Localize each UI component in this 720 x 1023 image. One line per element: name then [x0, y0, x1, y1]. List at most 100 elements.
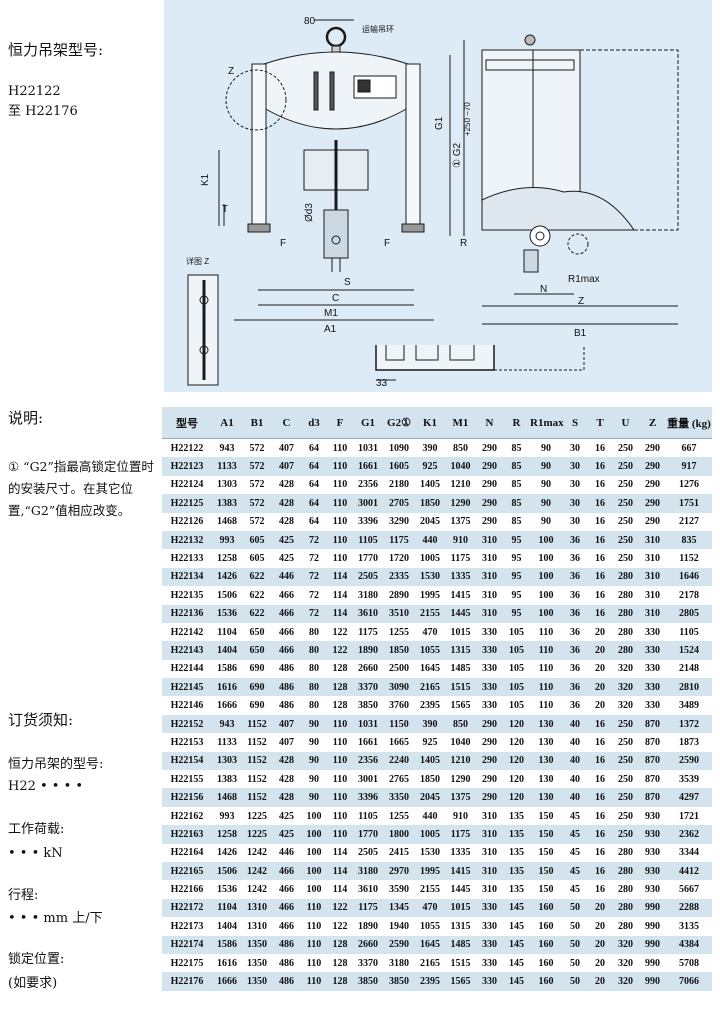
value-cell: 150: [530, 843, 562, 862]
value-cell: 45: [562, 880, 588, 899]
value-cell: 310: [476, 806, 503, 826]
value-cell: 3850: [353, 972, 383, 991]
s-label: S: [344, 277, 351, 288]
value-cell: 1152: [242, 733, 272, 752]
model-cell: H22136: [162, 604, 212, 623]
value-cell: 1152: [242, 751, 272, 771]
value-cell: 100: [530, 586, 562, 605]
value-cell: 1310: [242, 898, 272, 918]
value-cell: 1468: [212, 512, 242, 531]
value-cell: 1152: [242, 788, 272, 807]
value-cell: 2165: [415, 953, 445, 973]
value-cell: 290: [476, 788, 503, 807]
value-cell: 1015: [445, 898, 476, 918]
value-cell: 100: [301, 825, 327, 844]
model-cell: H22122: [162, 438, 212, 458]
value-cell: 16: [588, 604, 612, 623]
value-cell: 320: [612, 935, 639, 954]
value-cell: 440: [415, 530, 445, 550]
value-cell: 3396: [353, 788, 383, 807]
value-cell: 1666: [212, 696, 242, 715]
value-cell: 290: [639, 475, 666, 495]
value-cell: 572: [242, 438, 272, 458]
value-cell: 466: [272, 641, 301, 660]
value-cell: 64: [301, 475, 327, 495]
value-cell: 16: [588, 788, 612, 807]
value-cell: 1055: [415, 641, 445, 660]
value-cell: 128: [327, 678, 353, 697]
value-cell: 250: [612, 457, 639, 476]
column-header: S: [562, 407, 588, 439]
value-cell: 30: [562, 475, 588, 495]
value-cell: 110: [327, 788, 353, 807]
r-label: R: [460, 238, 467, 249]
value-cell: 407: [272, 438, 301, 458]
value-cell: 90: [301, 751, 327, 771]
model-cell: H22126: [162, 512, 212, 531]
value-cell: 2660: [353, 659, 383, 679]
value-cell: 1258: [212, 825, 242, 844]
value-cell: 114: [327, 567, 353, 587]
value-cell: 114: [327, 586, 353, 605]
value-cell: 2395: [415, 972, 445, 991]
value-cell: 330: [639, 659, 666, 679]
value-cell: 90: [530, 512, 562, 531]
value-cell: 486: [272, 696, 301, 715]
value-cell: 330: [476, 953, 503, 973]
value-cell: 90: [301, 788, 327, 807]
value-cell: 4412: [666, 861, 712, 881]
value-cell: 917: [666, 457, 712, 476]
value-cell: 122: [327, 917, 353, 936]
value-cell: 130: [530, 788, 562, 807]
value-cell: 2180: [383, 475, 415, 495]
value-cell: 3489: [666, 696, 712, 715]
model-range-from: H22122: [8, 84, 61, 99]
value-cell: 36: [562, 567, 588, 587]
value-cell: 1335: [445, 567, 476, 587]
value-cell: 466: [272, 586, 301, 605]
value-cell: 16: [588, 549, 612, 568]
value-cell: 2505: [353, 843, 383, 862]
value-cell: 486: [272, 659, 301, 679]
value-cell: 280: [612, 898, 639, 918]
value-cell: 16: [588, 457, 612, 476]
value-cell: 110: [530, 659, 562, 679]
order-heading: 订货须知:: [8, 711, 74, 729]
value-cell: 36: [562, 659, 588, 679]
value-cell: 1661: [353, 733, 383, 752]
value-cell: 1105: [666, 622, 712, 642]
value-cell: 16: [588, 475, 612, 495]
value-cell: 990: [639, 972, 666, 991]
value-cell: 1468: [212, 788, 242, 807]
value-cell: 1586: [212, 935, 242, 954]
model-cell: H22155: [162, 770, 212, 789]
value-cell: 20: [588, 696, 612, 715]
value-cell: 486: [272, 678, 301, 697]
value-cell: 1850: [415, 770, 445, 789]
value-cell: 466: [272, 861, 301, 881]
value-cell: 440: [415, 806, 445, 826]
value-cell: 330: [639, 622, 666, 642]
value-cell: 1350: [242, 953, 272, 973]
value-cell: 16: [588, 880, 612, 899]
value-cell: 72: [301, 567, 327, 587]
value-cell: 110: [327, 494, 353, 513]
value-cell: 1665: [383, 733, 415, 752]
value-cell: 930: [639, 825, 666, 844]
stroke-label: 行程:: [8, 888, 39, 903]
value-cell: 290: [476, 751, 503, 771]
value-cell: 690: [242, 659, 272, 679]
type-label: 恒力吊架的型号:: [8, 757, 104, 772]
value-cell: 64: [301, 457, 327, 476]
value-cell: 990: [639, 917, 666, 936]
value-cell: 425: [272, 806, 301, 826]
value-cell: 250: [612, 494, 639, 513]
value-cell: 250: [612, 714, 639, 734]
